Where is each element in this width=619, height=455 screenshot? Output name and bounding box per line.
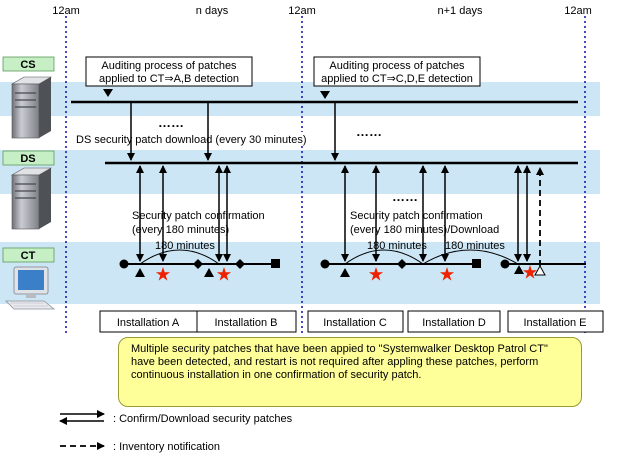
- end-marker: [397, 259, 407, 269]
- install-star: [368, 267, 384, 281]
- time-label: 12am: [288, 5, 316, 17]
- legend-confirm-label: : Confirm/Download security patches: [113, 413, 293, 425]
- audit-box-text: Auditing process of patches: [329, 60, 465, 72]
- ellipsis: ……: [356, 124, 382, 139]
- time-label: 12am: [564, 5, 592, 17]
- ellipsis: ……: [158, 115, 184, 130]
- legend-inventory-label: : Inventory notification: [113, 441, 220, 453]
- installation-box: [196, 310, 297, 333]
- installation-label: Installation C: [323, 317, 387, 329]
- confirm-marker: [514, 265, 524, 274]
- install-star: [439, 267, 455, 281]
- installation-box: [507, 310, 604, 333]
- time-label: 12am: [52, 5, 80, 17]
- confirm-marker: [340, 268, 350, 277]
- installation-label: Installation A: [117, 317, 180, 329]
- stop-marker: [472, 259, 481, 268]
- server-icon: [10, 76, 53, 139]
- audit-box: [313, 56, 481, 87]
- tier-label-cs: [2, 56, 55, 72]
- confirm-marker: [204, 268, 214, 277]
- confirmation-label: Security patch confirmation: [132, 210, 265, 222]
- start-marker: [500, 259, 510, 269]
- audit-box-text: applied to CT⇒A,B detection: [99, 73, 239, 85]
- installation-label: Installation B: [215, 317, 278, 329]
- ct-band: [0, 242, 600, 304]
- audit-marker: [320, 91, 330, 99]
- ds-download-label: DS security patch download (every 30 min…: [76, 134, 307, 146]
- inventory-marker: [534, 264, 546, 276]
- confirm-marker: [135, 268, 145, 277]
- install-star: [522, 265, 538, 279]
- tier-label-text: CS: [20, 59, 35, 71]
- tier-label-text: DS: [20, 153, 35, 165]
- interval-arc: [139, 249, 220, 265]
- start-marker: [119, 259, 129, 269]
- confirmation-label: (every 180 minutes)/Download: [350, 224, 499, 236]
- tier-label-text: CT: [21, 250, 36, 262]
- install-star: [155, 267, 171, 281]
- day-label: n days: [196, 5, 229, 17]
- end-marker: [235, 259, 245, 269]
- ellipsis: ……: [392, 189, 418, 204]
- end-marker: [193, 259, 203, 269]
- ds-band: [0, 150, 600, 194]
- day-label: n+1 days: [438, 5, 483, 17]
- server-icon: [10, 167, 53, 230]
- note-callout: Multiple security patches that have been…: [118, 337, 582, 407]
- tier-label-ds: [2, 150, 55, 166]
- cs-band: [0, 82, 600, 116]
- install-star: [216, 267, 232, 281]
- interval-arc: [422, 249, 519, 265]
- tier-label-ct: [2, 247, 55, 263]
- audit-box: [85, 56, 253, 87]
- interval-label: 180 minutes: [367, 240, 427, 252]
- audit-box-text: Auditing process of patches: [101, 60, 237, 72]
- audit-box-text: applied to CT⇒C,D,E detection: [321, 73, 473, 85]
- confirmation-label: (every 180 minutes): [132, 224, 229, 236]
- confirmation-label: Security patch confirmation: [350, 210, 483, 222]
- stop-marker: [271, 259, 280, 268]
- interval-label: 180 minutes: [155, 240, 215, 252]
- desktop-computer-icon: [5, 266, 56, 310]
- installation-label: Installation D: [422, 317, 486, 329]
- start-marker: [320, 259, 330, 269]
- interval-arc: [344, 249, 424, 265]
- audit-marker: [103, 89, 113, 97]
- installation-box: [407, 310, 501, 333]
- installation-box: [307, 310, 404, 333]
- interval-label: 180 minutes: [445, 240, 505, 252]
- installation-label: Installation E: [524, 317, 587, 329]
